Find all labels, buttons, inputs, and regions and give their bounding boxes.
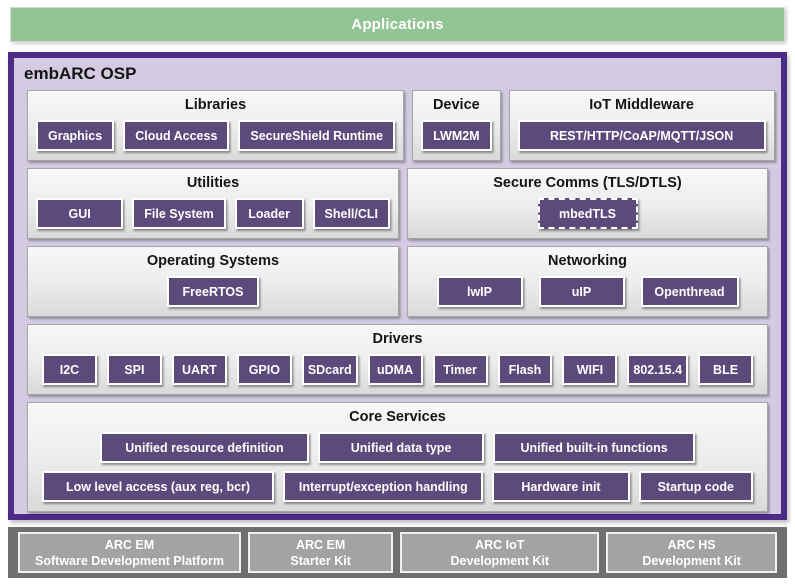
section-title-operating-systems: Operating Systems: [146, 253, 280, 269]
section-title-libraries: Libraries: [184, 97, 247, 113]
row-libraries-device-middleware: Libraries Graphics Cloud Access SecureSh…: [27, 90, 775, 161]
section-iot-middleware: IoT Middleware REST/HTTP/CoAP/MQTT/JSON: [508, 90, 775, 161]
chip-shell-cli: Shell/CLI: [312, 198, 390, 229]
section-title-secure-comms: Secure Comms (TLS/DTLS): [493, 175, 682, 191]
chip-unified-data-type: Unified data type: [317, 432, 485, 463]
chip-timer: Timer: [432, 354, 488, 385]
osp-grid: Libraries Graphics Cloud Access SecureSh…: [27, 90, 775, 512]
chip-802-15-4: 802.15.4: [627, 354, 689, 385]
chip-interrupt-exception-handling: Interrupt/exception handling: [283, 471, 484, 502]
row-utilities-securecomms: Utilities GUI File System Loader Shell/C…: [27, 168, 768, 239]
networking-chips: lwIP uIP Openthread: [416, 276, 759, 307]
chip-i2c: I2C: [42, 354, 97, 385]
section-core-services: Core Services Unified resource definitio…: [27, 402, 768, 512]
chip-gui: GUI: [36, 198, 124, 229]
chip-unified-built-in-functions: Unified built-in functions: [493, 432, 695, 463]
section-utilities: Utilities GUI File System Loader Shell/C…: [27, 168, 399, 239]
chip-gpio: GPIO: [236, 354, 292, 385]
iot-middleware-chips: REST/HTTP/CoAP/MQTT/JSON: [517, 120, 766, 151]
chip-startup-code: Startup code: [638, 471, 754, 502]
board-line1: ARC IoT: [475, 537, 525, 552]
chip-ble: BLE: [698, 354, 754, 385]
chip-unified-resource-definition: Unified resource definition: [100, 432, 309, 463]
row-os-networking: Operating Systems FreeRTOS Networking lw…: [27, 246, 768, 317]
section-title-iot-middleware: IoT Middleware: [589, 97, 694, 113]
chip-hardware-init: Hardware init: [492, 471, 630, 502]
section-title-device: Device: [432, 97, 480, 113]
chip-flash: Flash: [497, 354, 553, 385]
section-secure-comms: Secure Comms (TLS/DTLS) mbedTLS: [407, 168, 768, 239]
board-arc-em-starter-kit: ARC EM Starter Kit: [248, 532, 394, 573]
row-core-services: Core Services Unified resource definitio…: [27, 402, 768, 512]
applications-bar: Applications: [10, 7, 785, 42]
board-line2: Software Development Platform: [35, 553, 224, 568]
board-arc-em-sdp: ARC EM Software Development Platform: [18, 532, 241, 573]
chip-wifi: WIFI: [562, 354, 618, 385]
section-title-networking: Networking: [548, 253, 627, 269]
chip-file-system: File System: [132, 198, 226, 229]
chip-lwm2m: LWM2M: [421, 120, 492, 151]
utilities-chips: GUI File System Loader Shell/CLI: [36, 198, 390, 229]
chip-mbedtls: mbedTLS: [537, 198, 638, 229]
secure-comms-chips: mbedTLS: [416, 198, 759, 229]
chip-sdcard: SDcard: [301, 354, 358, 385]
hardware-boards-band: ARC EM Software Development Platform ARC…: [8, 527, 787, 578]
chip-cloud-access: Cloud Access: [123, 120, 230, 151]
chip-lwip: lwIP: [436, 276, 523, 307]
chip-graphics: Graphics: [36, 120, 115, 151]
chip-openthread: Openthread: [640, 276, 739, 307]
operating-systems-chips: FreeRTOS: [36, 276, 390, 307]
section-title-drivers: Drivers: [372, 331, 423, 347]
board-line1: ARC HS: [667, 537, 716, 552]
applications-label: Applications: [351, 16, 444, 33]
core-services-row-2: Low level access (aux reg, bcr) Interrup…: [42, 471, 754, 502]
chip-uart: UART: [171, 354, 227, 385]
chip-uip: uIP: [538, 276, 625, 307]
chip-freertos: FreeRTOS: [167, 276, 259, 307]
board-line2: Starter Kit: [290, 553, 351, 568]
embarc-osp-title: embARC OSP: [24, 64, 137, 83]
chip-low-level-access: Low level access (aux reg, bcr): [42, 471, 275, 502]
section-libraries: Libraries Graphics Cloud Access SecureSh…: [27, 90, 405, 161]
chip-spi: SPI: [106, 354, 162, 385]
chip-udma: uDMA: [367, 354, 423, 385]
board-line2: Development Kit: [450, 553, 550, 568]
chip-secureshield-runtime: SecureShield Runtime: [238, 120, 396, 151]
row-drivers: Drivers I2C SPI UART GPIO SDcard uDMA Ti…: [27, 324, 768, 395]
section-drivers: Drivers I2C SPI UART GPIO SDcard uDMA Ti…: [27, 324, 768, 395]
section-title-utilities: Utilities: [186, 175, 240, 191]
device-chips: LWM2M: [421, 120, 492, 151]
drivers-chips: I2C SPI UART GPIO SDcard uDMA Timer Flas…: [42, 354, 754, 385]
section-device: Device LWM2M: [412, 90, 501, 161]
board-line1: ARC EM: [104, 537, 155, 552]
chip-loader: Loader: [234, 198, 304, 229]
embarc-osp-container: embARC OSP Libraries Graphics Cloud Acce…: [8, 52, 787, 520]
core-services-row-1: Unified resource definition Unified data…: [100, 432, 695, 463]
board-arc-hs-dev-kit: ARC HS Development Kit: [606, 532, 777, 573]
chip-rest-http-coap-mqtt-json: REST/HTTP/CoAP/MQTT/JSON: [517, 120, 766, 151]
board-arc-iot-dev-kit: ARC IoT Development Kit: [400, 532, 600, 573]
section-title-core-services: Core Services: [349, 409, 446, 425]
section-operating-systems: Operating Systems FreeRTOS: [27, 246, 399, 317]
board-line1: ARC EM: [295, 537, 346, 552]
libraries-chips: Graphics Cloud Access SecureShield Runti…: [36, 120, 396, 151]
section-networking: Networking lwIP uIP Openthread: [407, 246, 768, 317]
board-line2: Development Kit: [642, 553, 741, 568]
